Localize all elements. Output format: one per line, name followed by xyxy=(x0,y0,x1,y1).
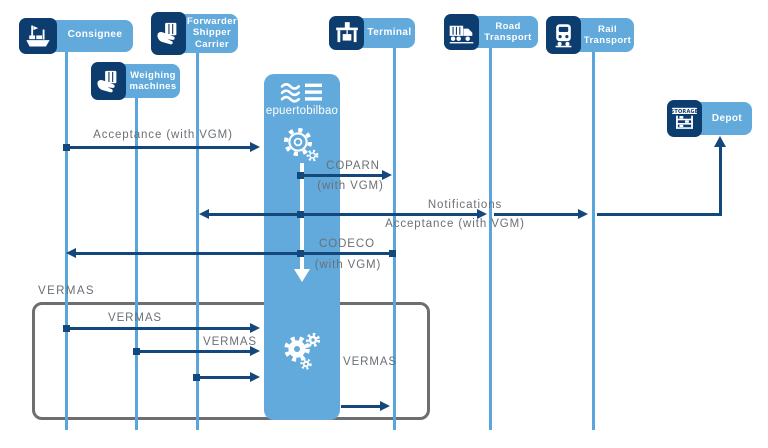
notifications-arrow-seg2 xyxy=(494,213,579,217)
actor-terminal-label: Terminal xyxy=(367,27,412,38)
acceptance-vgm-arrow xyxy=(66,146,252,150)
arrow-origin-marker xyxy=(133,348,140,355)
vermas-1-arrow xyxy=(66,327,252,331)
arrowhead-right-icon xyxy=(477,209,487,219)
arrowhead-right-icon xyxy=(250,372,260,382)
arrowhead-right-icon xyxy=(578,209,588,219)
ship-icon xyxy=(19,18,57,54)
actor-weighing-label: Weighing machines xyxy=(129,70,177,93)
actor-rail-label: Rail Transport xyxy=(583,24,632,47)
svg-text:STORAGE: STORAGE xyxy=(671,109,698,115)
arrowhead-left-icon xyxy=(199,209,209,219)
arrow-origin-marker xyxy=(389,250,396,257)
actor-forwarder-label: Forwarder Shipper Carrier xyxy=(186,16,238,50)
train-icon xyxy=(546,16,581,54)
arrow-origin-marker xyxy=(193,374,200,381)
hand-container-icon xyxy=(151,12,186,55)
arrow-origin-marker xyxy=(296,250,304,257)
notifications-label: Notifications xyxy=(427,199,503,211)
system-flow-arrowhead xyxy=(293,269,310,282)
arrowhead-right-icon xyxy=(382,170,392,180)
notifications-arrow-seg3 xyxy=(597,213,722,217)
codeco-label: CODECO xyxy=(319,238,375,250)
truck-icon xyxy=(444,14,479,50)
coparn-arrow xyxy=(300,174,384,178)
vermas-4-arrow xyxy=(341,405,382,409)
actor-consignee-label: Consignee xyxy=(67,29,123,40)
arrow-origin-marker xyxy=(63,325,70,332)
consignee-lifeline xyxy=(64,50,68,430)
vermas-4-label: VERMAS xyxy=(343,356,397,368)
notifications-sub-label: Acceptance (with VGM) xyxy=(385,218,525,230)
gantry-crane-icon xyxy=(329,16,364,50)
waves-bars-logo xyxy=(278,82,326,104)
actor-depot-label: Depot xyxy=(711,113,743,124)
coparn-label: COPARN xyxy=(326,160,380,172)
arrowhead-right-icon xyxy=(250,142,260,152)
codeco-sub-label: (with VGM) xyxy=(314,259,382,271)
road-transport-lifeline xyxy=(488,46,492,430)
arrowhead-up-icon xyxy=(713,136,726,147)
arrow-origin-marker xyxy=(297,172,304,179)
arrowhead-left-icon xyxy=(66,248,76,258)
arrowhead-right-icon xyxy=(250,346,260,356)
weighing-lifeline xyxy=(134,96,138,430)
hand-container-icon xyxy=(91,62,126,100)
gears-solid-icon xyxy=(279,328,325,374)
vermas-3-arrow xyxy=(196,376,252,380)
vermas-group-box xyxy=(32,302,430,420)
codeco-arrow xyxy=(76,252,394,256)
acceptance-vgm-label: Acceptance (with VGM) xyxy=(93,129,233,141)
system-name: epuertobilbao xyxy=(265,105,339,117)
gear-outline-icon xyxy=(281,127,321,167)
vermas-group-label: VERMAS xyxy=(38,285,95,297)
arrow-origin-marker xyxy=(296,211,304,218)
arrow-origin-marker xyxy=(63,144,70,151)
vermas-2-arrow xyxy=(136,350,252,354)
notifications-arrow-elbow xyxy=(718,146,722,216)
arrowhead-right-icon xyxy=(380,401,390,411)
notifications-arrow-seg1 xyxy=(208,213,479,217)
forwarder-lifeline xyxy=(195,51,199,430)
storage-shelves-icon: STORAGE xyxy=(667,100,702,137)
rail-transport-lifeline xyxy=(591,50,595,430)
arrowhead-right-icon xyxy=(250,323,260,333)
vermas-2-label: VERMAS xyxy=(203,336,257,348)
coparn-sub-label: (with VGM) xyxy=(317,180,384,192)
terminal-lifeline xyxy=(392,46,396,430)
actor-road-label: Road Transport xyxy=(484,21,532,44)
vermas-1-label: VERMAS xyxy=(108,312,162,324)
